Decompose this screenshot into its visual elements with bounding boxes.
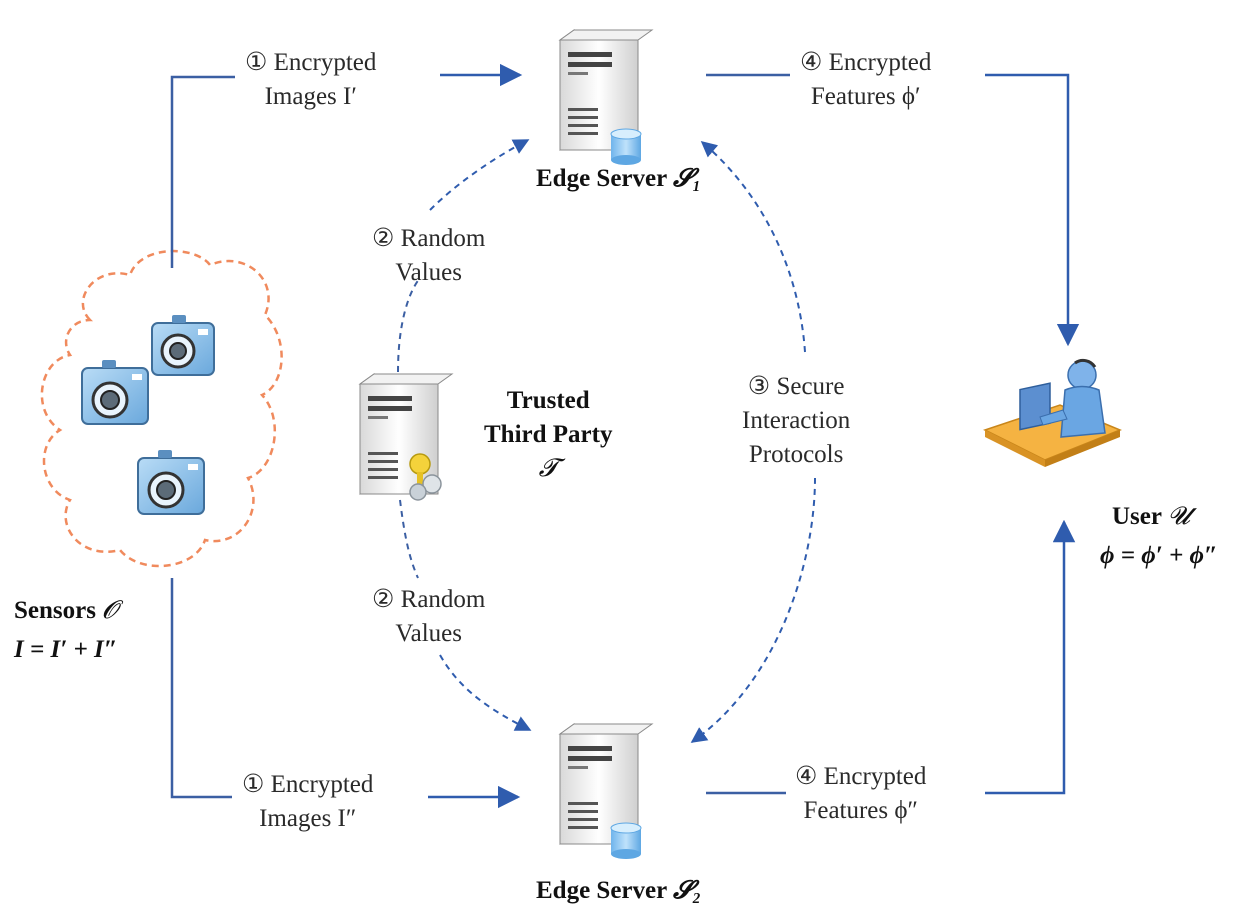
step4-top-label: ④ Encrypted Features ϕ′ [800,46,931,114]
user-symbol: 𝓤 [1167,503,1190,530]
edge-server-1-icon [559,29,653,165]
sensor-cloud [40,249,283,568]
step2-bottom-label: ② Random Values [372,583,485,651]
step1-bottom-line1: ① Encrypted [242,771,374,798]
step3-line1: ③ Secure [747,373,845,400]
edge-server-1-label: Edge Server 𝓢₁ [536,162,701,196]
ttp-line2: Third Party [484,421,613,448]
step4-top-line2: Features ϕ′ [810,83,921,110]
step2-bottom-line2: Values [395,620,463,647]
edge-server-2-icon [559,723,653,859]
step1-top-line1: ① Encrypted [245,49,377,76]
step4-top-line1: ④ Encrypted [800,49,932,76]
user-text: User [1112,503,1162,530]
step1-top-label: ① Encrypted Images I′ [245,46,376,114]
step2-bottom-line1: ② Random [372,586,486,613]
step3-line3: Protocols [748,441,844,468]
step1-top-line2: Images I′ [264,83,357,110]
step1-bottom-line2: Images I″ [259,805,357,832]
step2-top-label: ② Random Values [372,222,485,290]
step4-bottom-line2: Features ϕ″ [803,797,918,824]
step2-top-line1: ② Random [372,225,486,252]
sensors-label: Sensors 𝓞 [14,594,118,628]
step4-bottom-label: ④ Encrypted Features ϕ″ [795,760,926,828]
ttp-label: Trusted Third Party 𝓣 [484,384,612,486]
user-at-desk-icon [983,358,1122,467]
user-label: User 𝓤 [1112,500,1190,534]
step3-label: ③ Secure Interaction Protocols [742,370,850,472]
edge-server-2-text: Edge Server [536,877,667,904]
user-equation: ϕ = ϕ′ + ϕ″ [1100,542,1218,569]
sensors-equation: I = I′ + I″ [14,636,118,663]
camera-icon [151,315,215,376]
edge-server-1-symbol: 𝓢₁ [673,165,702,192]
step3-line2: Interaction [742,407,851,434]
sensors-symbol: 𝓞 [102,597,118,624]
step1-bottom-label: ① Encrypted Images I″ [242,768,373,836]
edge-server-2-symbol: 𝓢₂ [673,877,702,904]
ttp-line1: Trusted [506,387,590,414]
step4-bottom-line1: ④ Encrypted [795,763,927,790]
sensors-text: Sensors [14,597,96,624]
ttp-server-icon [359,373,453,501]
step2-top-line2: Values [395,259,463,286]
camera-icon [137,450,205,515]
camera-icon [81,360,149,425]
edge-server-1-text: Edge Server [536,165,667,192]
ttp-symbol: 𝓣 [538,455,558,482]
edge-server-2-label: Edge Server 𝓢₂ [536,874,701,908]
